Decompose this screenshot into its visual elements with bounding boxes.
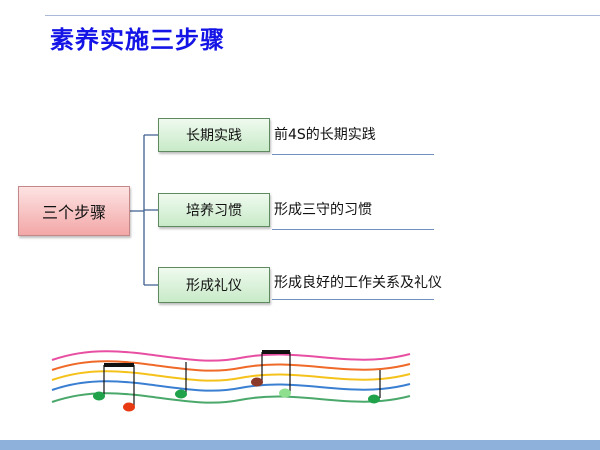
note-head-6: [368, 394, 380, 404]
bottom-bar: [0, 440, 600, 450]
note-head-2: [123, 402, 135, 412]
music-stems: [103, 352, 381, 406]
staff-line-4: [51, 380, 411, 392]
music-note-heads: [93, 377, 380, 412]
step-desc-1: 前4S的长期实践: [274, 127, 376, 143]
root-node-box: 三个步骤: [18, 186, 130, 236]
step-node-1: 长期实践: [158, 118, 270, 152]
note-head-3: [175, 389, 187, 399]
staff-line-1: [51, 350, 411, 362]
step-node-2: 培养习惯: [158, 193, 270, 227]
desc-underline-1: [272, 154, 434, 155]
connector-root-to-steps: [130, 134, 158, 286]
desc-underline-2: [272, 229, 434, 230]
page-title: 素养实施三步骤: [50, 26, 225, 54]
note-head-5: [279, 388, 291, 398]
top-rule: [45, 15, 600, 16]
music-notes-icon: [51, 350, 411, 412]
staff-line-2: [51, 360, 411, 372]
music-staff-lines: [51, 350, 411, 404]
step-node-3: 形成礼仪: [158, 267, 270, 303]
staff-line-5: [51, 392, 411, 404]
desc-underline-3: [272, 299, 434, 300]
note-head-1: [93, 391, 105, 401]
step-desc-2: 形成三守的习惯: [274, 202, 372, 218]
note-head-4: [251, 377, 263, 387]
music-beams: [104, 350, 290, 367]
step-desc-3: 形成良好的工作关系及礼仪: [274, 275, 442, 291]
staff-line-3: [51, 370, 411, 382]
